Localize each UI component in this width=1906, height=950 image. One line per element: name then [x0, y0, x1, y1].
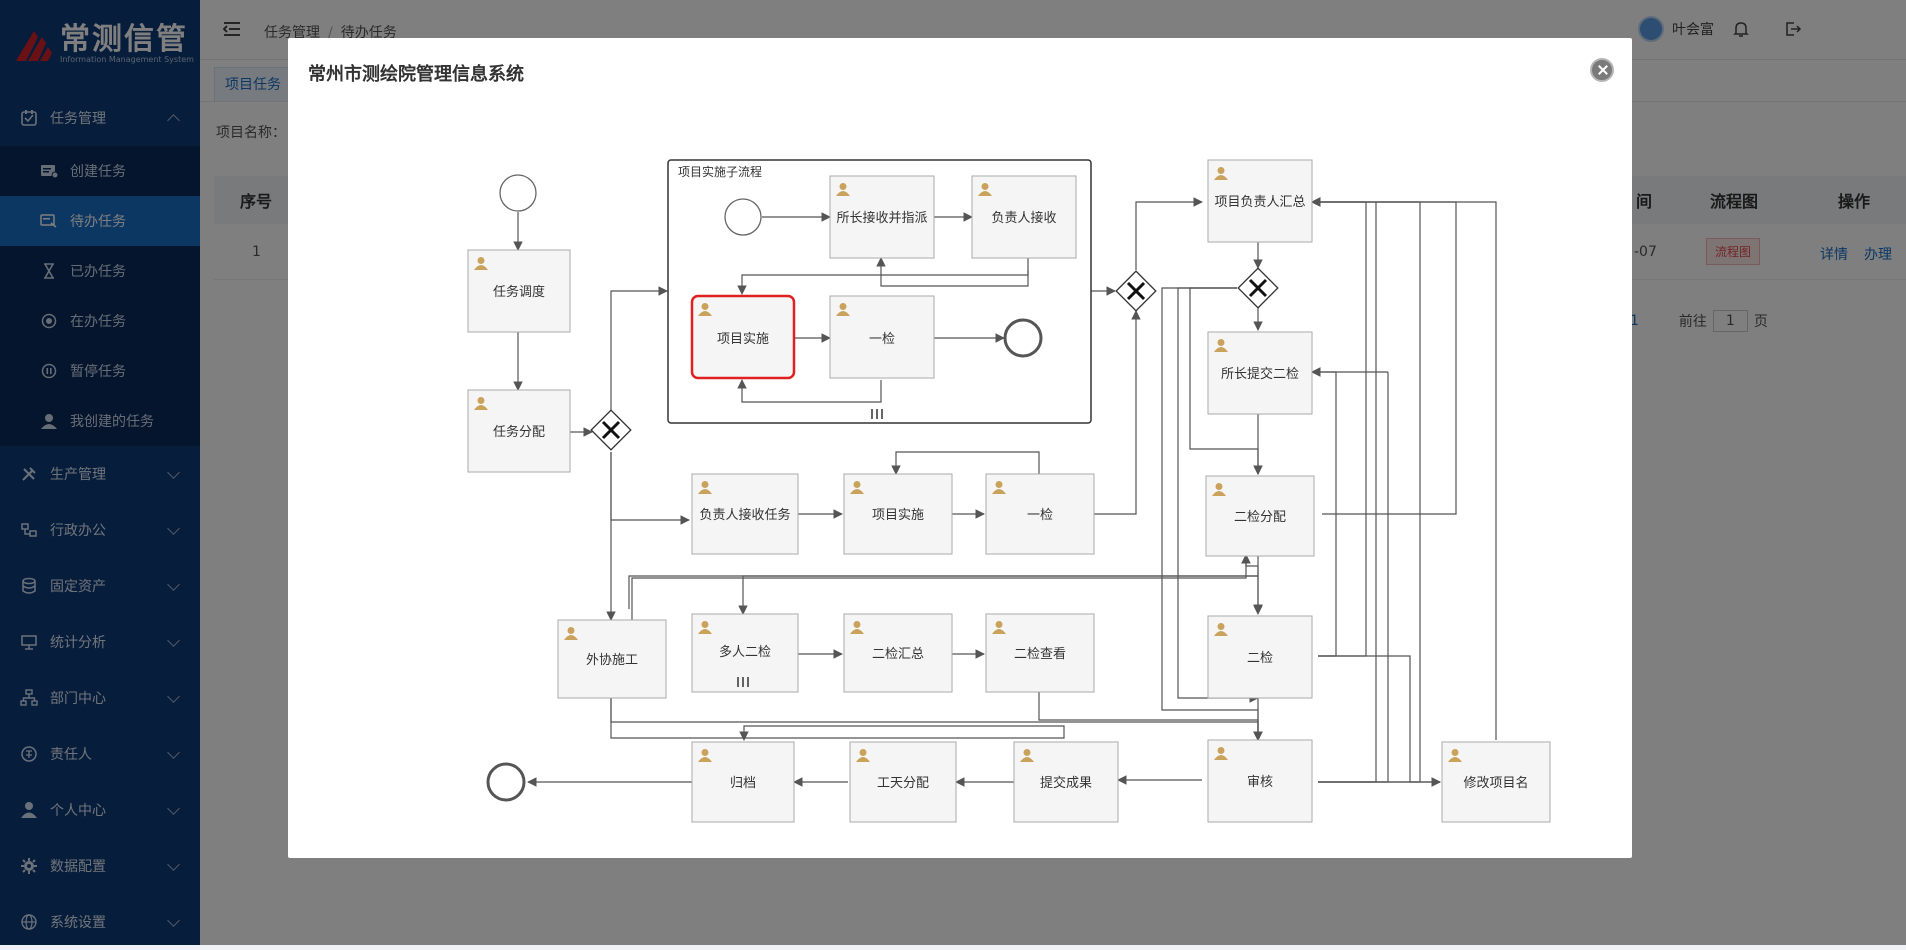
- subprocess-title: 项目实施子流程: [678, 164, 762, 179]
- modal-title: 常州市测绘院管理信息系统: [308, 60, 524, 86]
- svg-text:外协施工: 外协施工: [586, 653, 638, 668]
- close-icon[interactable]: [1590, 58, 1614, 82]
- task-lead-summary: 项目负责人汇总: [1208, 160, 1312, 242]
- task-dispatch: 任务调度: [468, 250, 570, 332]
- svg-text:修改项目名: 修改项目名: [1463, 775, 1528, 791]
- task-workday-assign: 工天分配: [850, 742, 956, 822]
- task-multi-check2: 多人二检: [692, 614, 798, 692]
- svg-text:二检汇总: 二检汇总: [872, 647, 924, 662]
- task-outsource: 外协施工: [558, 620, 666, 698]
- svg-text:一检: 一检: [869, 332, 895, 347]
- svg-text:所长接收并指派: 所长接收并指派: [836, 210, 927, 226]
- end-event: [488, 764, 524, 800]
- svg-text:一检: 一检: [1027, 508, 1053, 523]
- svg-text:负责人接收任务: 负责人接收任务: [699, 507, 790, 523]
- gateway-after-subprocess: [1116, 271, 1156, 311]
- process-diagram: 项目实施子流程 任务调度 任务分配 所长接收并指派: [288, 128, 1632, 858]
- gateway-after-summary: [1238, 268, 1278, 308]
- process-diagram-svg: 项目实施子流程 任务调度 任务分配 所长接收并指派: [288, 128, 1632, 828]
- svg-text:项目实施: 项目实施: [717, 332, 769, 347]
- subprocess-end-event: [1005, 320, 1041, 356]
- task-implement-sub-active: 项目实施: [692, 296, 794, 378]
- task-check1: 一检: [986, 474, 1094, 554]
- task-check1-sub: 一检: [830, 296, 934, 378]
- svg-text:工天分配: 工天分配: [877, 776, 929, 791]
- svg-text:所长提交二检: 所长提交二检: [1221, 366, 1299, 382]
- start-event: [500, 175, 536, 211]
- svg-text:提交成果: 提交成果: [1040, 775, 1092, 791]
- svg-text:项目负责人汇总: 项目负责人汇总: [1214, 195, 1305, 210]
- task-check2: 二检: [1208, 616, 1312, 698]
- svg-text:项目实施: 项目实施: [872, 508, 924, 523]
- subprocess-start-event: [725, 199, 761, 235]
- svg-text:负责人接收: 负责人接收: [991, 210, 1056, 226]
- svg-text:二检分配: 二检分配: [1234, 510, 1286, 525]
- task-submit-result: 提交成果: [1014, 742, 1118, 822]
- flowchart-modal: 常州市测绘院管理信息系统: [288, 38, 1632, 858]
- svg-text:多人二检: 多人二检: [719, 644, 771, 660]
- task-implement: 项目实施: [844, 474, 952, 554]
- task-director-submit: 所长提交二检: [1208, 332, 1312, 414]
- task-lead-receive: 负责人接收: [972, 176, 1076, 258]
- task-lead-receive-task: 负责人接收任务: [692, 474, 798, 554]
- svg-text:审核: 审核: [1247, 775, 1273, 790]
- task-check2-summary: 二检汇总: [844, 614, 952, 692]
- svg-text:任务分配: 任务分配: [493, 424, 545, 440]
- task-archive: 归档: [692, 742, 794, 822]
- task-check2-assign: 二检分配: [1206, 476, 1314, 556]
- task-review: 审核: [1208, 740, 1312, 822]
- task-director-receive: 所长接收并指派: [830, 176, 934, 258]
- task-rename-project: 修改项目名: [1442, 742, 1550, 822]
- gateway-after-assign: [591, 410, 631, 450]
- task-check2-view: 二检查看: [986, 614, 1094, 692]
- svg-text:二检: 二检: [1247, 651, 1273, 666]
- task-assign: 任务分配: [468, 390, 570, 472]
- svg-text:归档: 归档: [730, 776, 756, 791]
- svg-text:二检查看: 二检查看: [1014, 646, 1066, 662]
- multi-instance-marker: [872, 409, 882, 419]
- svg-text:任务调度: 任务调度: [493, 284, 545, 300]
